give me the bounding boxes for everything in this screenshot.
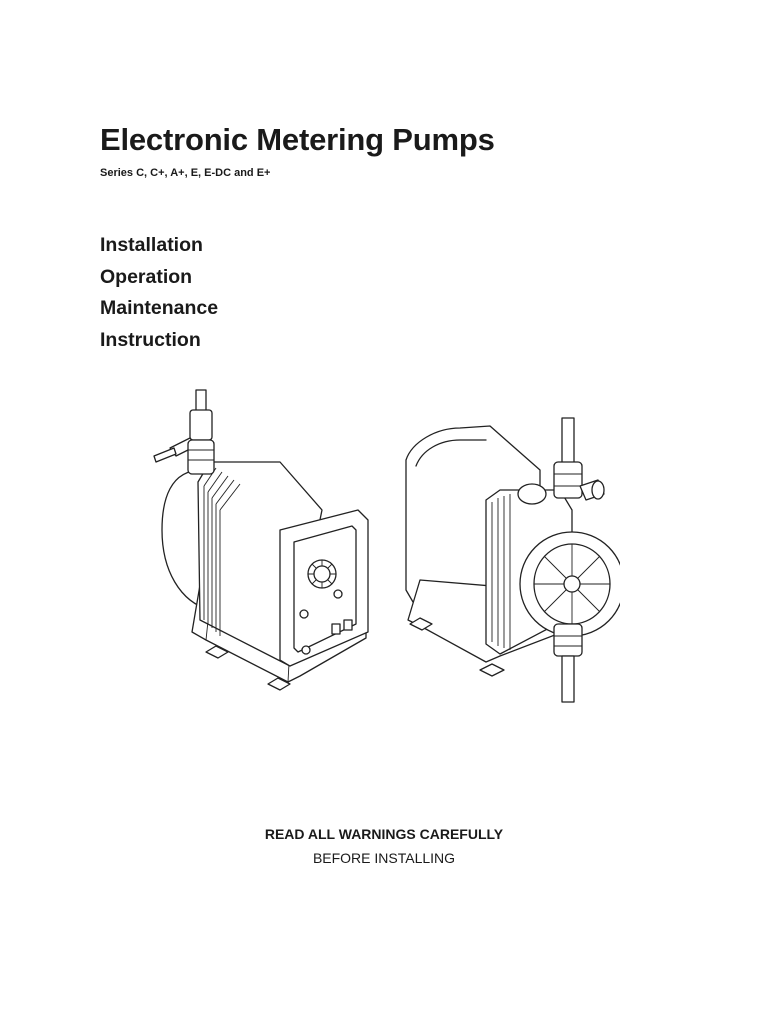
section-list: Installation Operation Maintenance Instr… [100, 230, 218, 356]
pump-illustration [140, 370, 620, 710]
warning-subtext: BEFORE INSTALLING [312, 850, 456, 866]
series-subtitle: Series C, C+, A+, E, E-DC and E+ [100, 167, 271, 179]
section-operation: Operation [100, 265, 193, 288]
section-maintenance: Maintenance [100, 297, 219, 319]
warning-notice: READ ALL WARNINGS CAREFULLY BEFORE INSTA… [0, 824, 768, 868]
left-pump-drawing [153, 389, 369, 691]
section-instruction: Instruction [100, 328, 201, 351]
right-pump-drawing [405, 417, 620, 703]
section-installation: Installation [100, 234, 203, 256]
warning-heading: READ ALL WARNINGS CAREFULLY [264, 826, 504, 842]
document-title: Electronic Metering Pumps [100, 122, 495, 157]
